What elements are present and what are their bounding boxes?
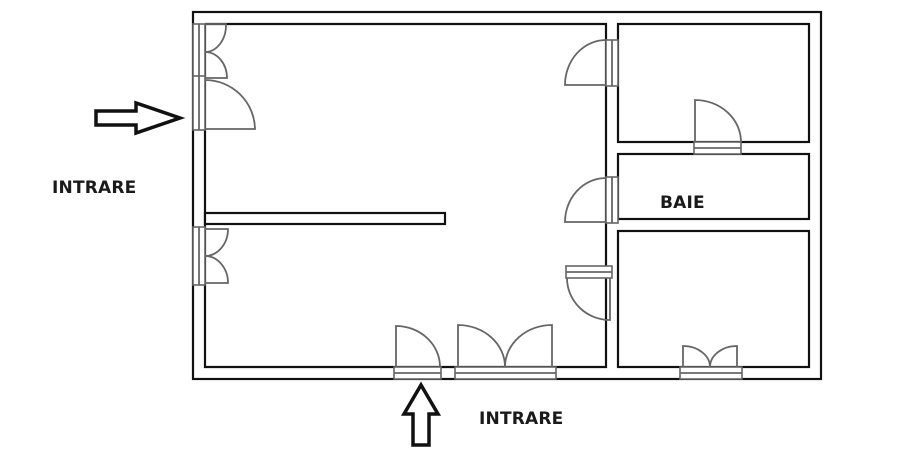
door-bottom-right-room <box>679 345 743 380</box>
room-bottom-right <box>616 229 811 369</box>
door-bottom-entrance <box>393 325 442 380</box>
room-bathroom <box>616 152 811 221</box>
outer-wall <box>191 10 823 381</box>
entrance-left-label: INTRARE <box>52 178 137 198</box>
entrance-bottom-label: INTRARE <box>479 409 564 429</box>
partition-wall <box>203 211 447 226</box>
arrow-right-icon <box>94 100 186 136</box>
door-to-top-right-room <box>564 39 619 87</box>
arrow-up-icon <box>400 381 442 447</box>
main-hall-walls <box>203 22 608 369</box>
door-bathroom <box>693 99 742 155</box>
room-top-right <box>616 22 811 144</box>
door-to-bathroom-corridor <box>564 176 619 224</box>
door-left-entrance <box>192 75 256 131</box>
door-left-lower-double <box>192 226 229 286</box>
door-left-top-double <box>192 23 228 79</box>
bathroom-label: BAIE <box>660 193 705 213</box>
door-bottom-double <box>454 324 557 380</box>
door-to-small-corridor <box>565 265 613 321</box>
